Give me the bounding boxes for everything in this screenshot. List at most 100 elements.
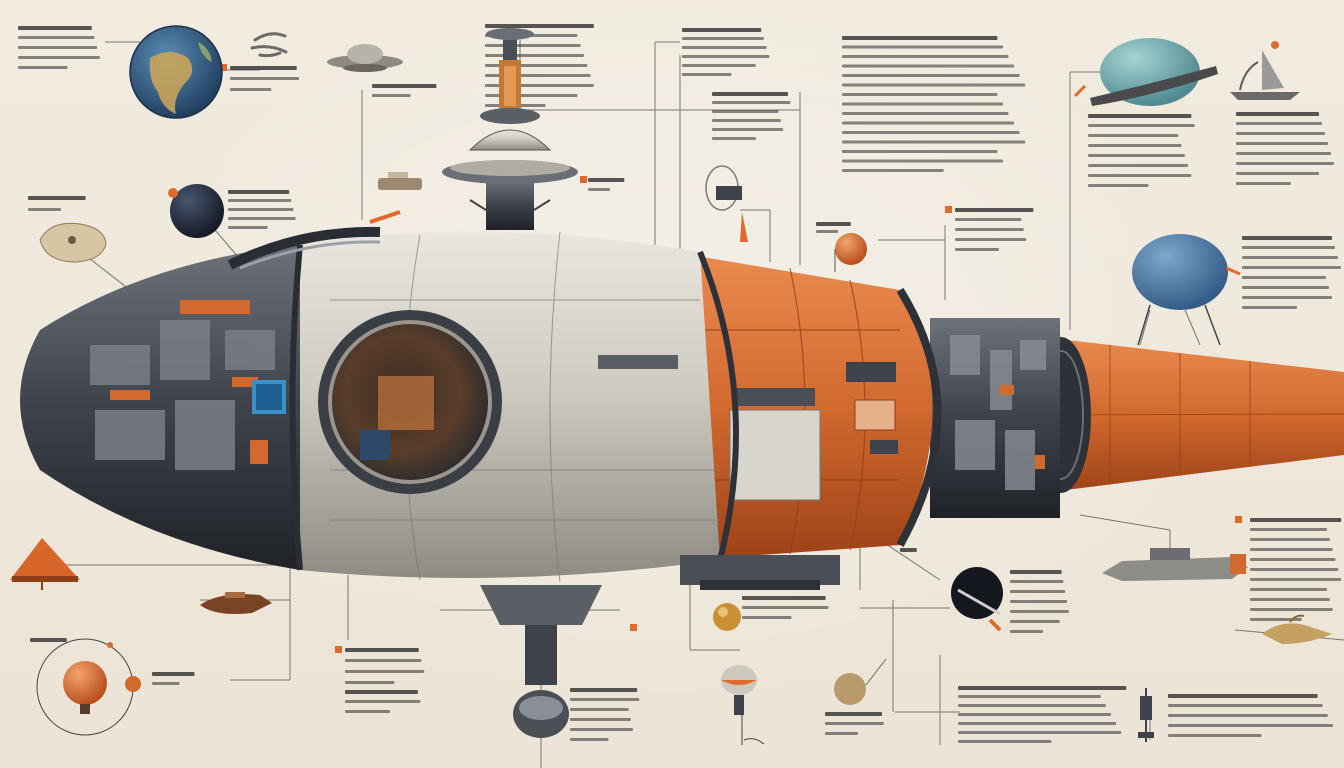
illegible-text-line xyxy=(230,66,297,70)
illegible-text-line xyxy=(712,128,784,131)
illegible-text-line xyxy=(152,672,195,676)
top-mast-tower xyxy=(442,28,578,230)
illegible-text-line xyxy=(842,36,998,40)
illegible-text-line xyxy=(842,102,1003,106)
orange-tent-illustration xyxy=(10,538,80,590)
illegible-text-line xyxy=(1250,538,1330,541)
illegible-text-line xyxy=(1088,174,1192,177)
earth-globe-illustration xyxy=(129,25,223,119)
illegible-text-line xyxy=(842,64,1015,68)
antenna-device-illustration xyxy=(1138,688,1154,742)
illegible-text-line xyxy=(570,728,633,731)
illegible-text-line xyxy=(842,74,1020,77)
bottom-gear-and-pod xyxy=(480,555,840,738)
illegible-text-line xyxy=(1242,246,1335,249)
illegible-text-line xyxy=(842,159,1003,163)
illegible-text-line xyxy=(955,208,1034,212)
illegible-text-line xyxy=(712,137,756,140)
illegible-text-line xyxy=(1236,152,1331,155)
illegible-text-line xyxy=(1088,134,1179,137)
illegible-text-blocks xyxy=(18,24,1342,743)
fossil-skull-illustration xyxy=(39,222,107,263)
orange-label-tag xyxy=(1235,516,1242,523)
illegible-text-line xyxy=(570,688,638,692)
illegible-text-line xyxy=(958,713,1111,716)
swirl-emblem-illustration xyxy=(250,32,288,58)
illegible-text-line xyxy=(842,121,1015,125)
illegible-text-line xyxy=(228,190,290,194)
nose-cutaway xyxy=(20,245,300,570)
illegible-text-line xyxy=(1010,630,1043,633)
orange-label-tag xyxy=(945,206,952,213)
illegible-text-line xyxy=(958,686,1127,690)
dark-moon-illustration xyxy=(951,567,1003,632)
illegible-text-line xyxy=(682,73,732,76)
orange-label-tag xyxy=(630,624,637,631)
illegible-text-line xyxy=(825,732,858,735)
illegible-text-line xyxy=(1236,182,1291,185)
illegible-text-line xyxy=(712,119,781,122)
illegible-text-line xyxy=(1168,734,1262,737)
illegible-text-line xyxy=(1088,144,1182,147)
illegible-text-line xyxy=(570,698,640,701)
illegible-text-line xyxy=(1250,588,1328,591)
illegible-text-line xyxy=(958,695,1101,698)
illegible-text-line xyxy=(958,722,1117,725)
illegible-text-line xyxy=(712,92,788,96)
illegible-text-line xyxy=(345,648,419,652)
illegible-text-line xyxy=(345,700,421,703)
illegible-text-line xyxy=(28,196,86,200)
illegible-text-line xyxy=(682,55,770,58)
illegible-text-line xyxy=(570,708,629,711)
illegible-text-line xyxy=(842,169,944,172)
illegible-text-line xyxy=(18,56,100,59)
blue-balloon-probe-illustration xyxy=(1132,234,1241,346)
illegible-text-line xyxy=(816,222,851,226)
amber-sphere-illustration xyxy=(713,603,741,631)
illegible-text-line xyxy=(1010,610,1069,613)
illegible-text-line xyxy=(712,110,779,113)
illegible-text-line xyxy=(1168,724,1333,727)
illegible-text-line xyxy=(18,66,68,69)
illegible-text-line xyxy=(955,248,999,251)
illegible-text-line xyxy=(1088,114,1192,118)
illegible-text-line xyxy=(30,638,67,642)
illegible-text-line xyxy=(1010,590,1066,593)
illegible-text-line xyxy=(1088,124,1195,127)
capsule-lander-illustration xyxy=(721,665,765,745)
illegible-text-line xyxy=(485,24,594,28)
orange-label-tag xyxy=(335,646,342,653)
illegible-text-line xyxy=(825,722,884,725)
gunship-illustration xyxy=(200,592,272,614)
illegible-text-line xyxy=(1250,618,1302,621)
illegible-text-line xyxy=(1250,528,1328,531)
orange-mid-hull xyxy=(690,255,933,560)
illegible-text-line xyxy=(1236,142,1328,145)
illegible-text-line xyxy=(958,731,1122,734)
illegible-text-line xyxy=(1010,620,1060,623)
brass-orb-illustration xyxy=(834,658,887,705)
illegible-text-line xyxy=(345,659,422,662)
illegible-text-line xyxy=(825,712,882,716)
illegible-text-line xyxy=(742,596,826,600)
illegible-text-line xyxy=(1250,518,1342,522)
illegible-text-line xyxy=(1168,704,1323,707)
illegible-text-line xyxy=(485,44,581,47)
illegible-text-line xyxy=(742,606,829,609)
illegible-text-line xyxy=(588,188,610,191)
illegible-text-line xyxy=(228,199,292,202)
illegible-text-line xyxy=(1250,568,1339,571)
cruiser-ship-illustration xyxy=(1102,548,1248,581)
illegible-text-line xyxy=(1088,154,1185,157)
illegible-text-line xyxy=(842,83,1026,87)
illegible-text-line xyxy=(1236,112,1319,116)
illegible-text-line xyxy=(1010,570,1062,574)
illegible-text-line xyxy=(1236,172,1319,175)
illegible-text-line xyxy=(958,704,1106,707)
illegible-text-line xyxy=(588,178,625,182)
sailing-ship-illustration xyxy=(1230,41,1300,100)
illegible-text-line xyxy=(1242,276,1326,279)
illegible-text-line xyxy=(28,208,61,211)
